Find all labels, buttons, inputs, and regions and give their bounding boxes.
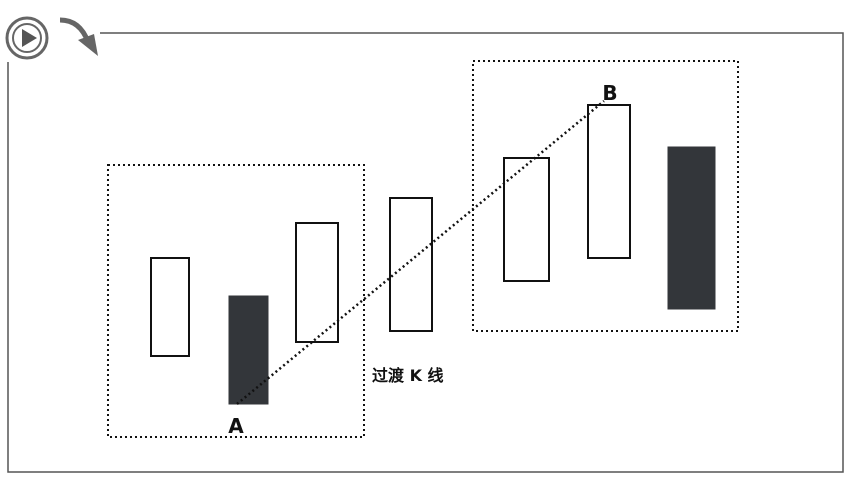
point-a-label: A: [228, 414, 244, 438]
right-group-box: [472, 60, 739, 332]
candle-right-3: [667, 146, 716, 310]
a-to-b-trendline: [236, 100, 605, 405]
candle-left-1: [150, 257, 190, 357]
candle-right-2: [587, 104, 631, 259]
transition-candle-label: 过渡 K 线: [372, 366, 444, 385]
candle-left-3: [295, 222, 339, 343]
play-circle-arrow-icon: [5, 16, 98, 60]
candle-left-2: [228, 295, 269, 405]
outer-frame: [7, 32, 844, 473]
left-group-box: [107, 164, 365, 438]
candle-transition: [389, 197, 433, 332]
candle-right-1: [503, 157, 550, 282]
point-b-label: B: [602, 81, 617, 105]
